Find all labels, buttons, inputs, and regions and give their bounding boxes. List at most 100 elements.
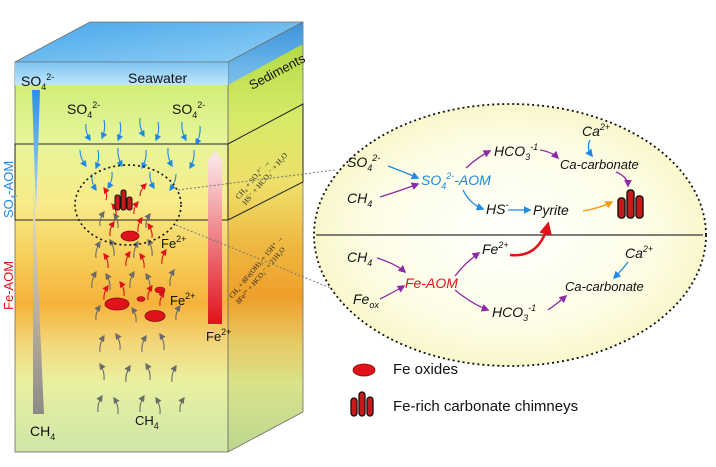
methane-concentration-column [33, 170, 44, 414]
legend-chimneys-label: Fe-rich carbonate chimneys [393, 398, 579, 415]
iron-flux-arrow [146, 284, 153, 301]
iron-flux-arrow [160, 248, 167, 265]
fe2-upper-label: Fe2+ [161, 234, 186, 251]
sulfate-flux-arrow [148, 171, 155, 190]
block-chimney-icon [114, 189, 133, 211]
legend-fe-oxide-icon [352, 363, 376, 377]
methane-flux-arrow [94, 240, 101, 259]
ellipse-ca-bottom-label: Ca2+ [625, 244, 653, 261]
arrow-ca-to-ca-carbonate-bottom [612, 261, 629, 280]
iron-flux-arrow [119, 280, 126, 297]
methane-flux-arrow [98, 210, 105, 227]
fe-oxide-particle [154, 286, 166, 294]
fe-aom-side-label: Fe-AOM [1, 261, 16, 310]
iron-flux-arrow [108, 220, 115, 237]
iron-flux-arrow [147, 222, 154, 239]
iron-flux-arrow [102, 284, 109, 301]
arrow-pyrite-to-chimney [582, 201, 614, 212]
ellipse-fe2-label: Fe2+ [482, 240, 509, 257]
seawater-label: Seawater [128, 70, 187, 86]
fe-oxide-particle [104, 297, 130, 311]
ellipse-ca-carbonate-bottom-label: Ca-carbonate [565, 279, 644, 294]
methane-flux-arrow [159, 332, 166, 351]
arrow-aom-to-hco3 [465, 150, 492, 169]
sulfate-flux-arrow [169, 173, 177, 192]
iron-concentration-column [208, 160, 222, 324]
flux-arrows [79, 117, 202, 415]
methane-flux-arrow [128, 270, 135, 289]
arrow-fe-aom-to-fe2 [454, 252, 481, 277]
arrow-feox-to-fe-aom [379, 285, 406, 300]
iron-flux-arrow [132, 200, 139, 215]
seawater-front-band [15, 62, 228, 85]
fe2-lower-label: Fe2+ [170, 291, 195, 308]
sulfate-flux-arrow [166, 147, 173, 168]
methane-flux-arrow [90, 270, 97, 289]
sulfate-flux-arrow [101, 119, 108, 140]
methane-flux-arrow [132, 240, 139, 259]
iron-flux-arrow [124, 250, 131, 267]
methane-flux-arrow [98, 334, 105, 353]
ellipse-pyrite-label: Pyrite [533, 202, 569, 218]
methane-flux-arrow [155, 396, 162, 415]
ellipse-ca-top-label: Ca2+ [582, 122, 610, 139]
sulfate-flux-arrow [141, 149, 148, 170]
fe-oxide-particle [144, 310, 166, 322]
so4-aom-side-label: SO4-AOM [1, 161, 19, 218]
methane-flux-arrow [131, 306, 138, 323]
block-front-face [14, 61, 229, 453]
arrow-ch4-to-fe-aom [376, 257, 407, 274]
ellipse-so4-aom-label: SO42--AOM [421, 171, 491, 191]
so4-mid1-label: SO42- [67, 100, 100, 120]
so4-left-label: SO42- [21, 72, 54, 92]
sulfate-flux-arrow [138, 117, 145, 138]
sulfate-flux-arrow [107, 171, 114, 190]
arrow-hco3-to-ca-carbonate [539, 149, 560, 160]
arrow-so4-to-aom [387, 165, 420, 180]
arrow-hco3-to-ca-carbonate-bottom [547, 294, 568, 311]
legend-chimney-icon [350, 391, 374, 417]
sulfate-flux-arrow [84, 123, 91, 142]
so4-aom-zone [14, 103, 304, 221]
methane-flux-arrow [174, 304, 181, 321]
methane-flux-arrow [109, 238, 116, 257]
focus-circle [74, 164, 182, 246]
arrow-ch4-to-aom [379, 182, 420, 198]
ch4-bottom-label: CH4 [135, 413, 159, 431]
iron-flux-arrow [103, 186, 110, 201]
methane-flux-arrow [144, 212, 151, 229]
fe2-column-label: Fe2+ [206, 327, 231, 344]
methane-flux-arrow [94, 304, 101, 321]
methane-flux-arrow [115, 332, 122, 351]
block-top-face [14, 21, 304, 63]
methane-flux-arrow [138, 394, 145, 413]
ellipse-arrows [376, 139, 632, 312]
so4-mid2-label: SO42- [172, 100, 205, 120]
sulfate-flux-arrow [155, 121, 162, 142]
fe-oxide-particle [136, 296, 146, 302]
methane-flux-arrow [140, 334, 147, 353]
ellipse-so4-label: SO42- [347, 153, 380, 173]
ellipse-hs-label: HS- [486, 200, 508, 217]
methane-flux-arrow [145, 362, 152, 381]
ellipse-ch4-top-label: CH4 [347, 190, 372, 209]
sulfate-flux-arrow [116, 147, 123, 168]
ellipse-hco3-top-label: HCO3-1 [494, 142, 538, 162]
methane-flux-arrow [178, 396, 185, 413]
ellipse-ch4-bottom-label: CH4 [347, 249, 372, 268]
process-ellipse [313, 103, 707, 367]
block-side-face [227, 21, 304, 453]
methane-flux-arrow [168, 268, 175, 287]
seawater-side-face [228, 22, 303, 85]
sulfate-flux-arrow [117, 121, 124, 142]
arrow-ca-to-ca-carbonate-top [585, 139, 593, 158]
methane-flux-arrow [170, 364, 177, 383]
ellipse-fe-aom-label: Fe-AOM [405, 275, 458, 291]
ellipse-hco3-bottom-label: HCO3-1 [492, 303, 536, 323]
methane-flux-arrow [113, 396, 120, 415]
sediment-block [14, 21, 304, 453]
methane-flux-arrow [105, 272, 112, 291]
iron-flux-arrow [158, 290, 165, 307]
fe-oxide-particles [104, 230, 166, 322]
